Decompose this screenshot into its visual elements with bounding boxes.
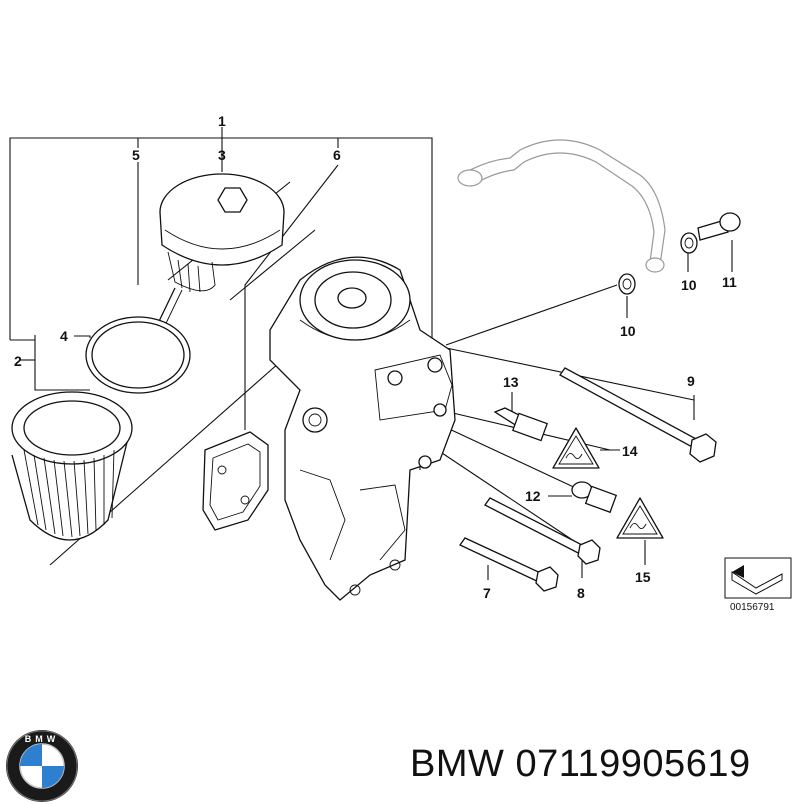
warning-label-15 (616, 497, 664, 539)
leader-lines (9, 127, 733, 580)
callout-7: 7 (483, 585, 491, 601)
svg-text:BMW: BMW (25, 734, 60, 744)
callout-5: 5 (132, 147, 140, 163)
gasket (202, 431, 269, 531)
callout-3: 3 (218, 147, 226, 163)
callout-13: 13 (503, 374, 519, 390)
callout-12: 12 (525, 488, 541, 504)
callout-15: 15 (635, 569, 651, 585)
hollow-bolt (618, 212, 741, 295)
brand-name: BMW (410, 743, 505, 785)
o-ring (85, 316, 191, 394)
callout-10-upper: 10 (681, 277, 697, 293)
callout-9: 9 (687, 373, 695, 389)
filter-cap (129, 173, 285, 364)
bolt-8 (484, 497, 601, 565)
document-number: 00156791 (730, 602, 775, 613)
callout-1: 1 (218, 113, 226, 129)
oil-pipe (457, 139, 666, 273)
reference-box (724, 557, 792, 599)
bmw-logo: BMW (6, 730, 78, 802)
warning-label-14 (552, 427, 600, 469)
callout-10-lower: 10 (620, 323, 636, 339)
part-number: 07119905619 (515, 743, 751, 785)
callout-8: 8 (577, 585, 585, 601)
bolt-7 (459, 537, 559, 592)
filter-element (11, 391, 133, 541)
callout-4: 4 (60, 328, 68, 344)
oil-filter-housing (269, 256, 456, 601)
callout-6: 6 (333, 147, 341, 163)
sensor-13 (493, 407, 549, 442)
callouts: 1 5 3 6 4 2 13 9 14 12 15 7 8 10 10 11 0… (14, 113, 775, 613)
callout-14: 14 (622, 443, 638, 459)
bolt-9 (559, 367, 717, 463)
callout-11: 11 (722, 274, 737, 290)
callout-2: 2 (14, 353, 22, 369)
product-label: BMW 07119905619 (410, 743, 751, 786)
sensor-12 (571, 481, 618, 514)
